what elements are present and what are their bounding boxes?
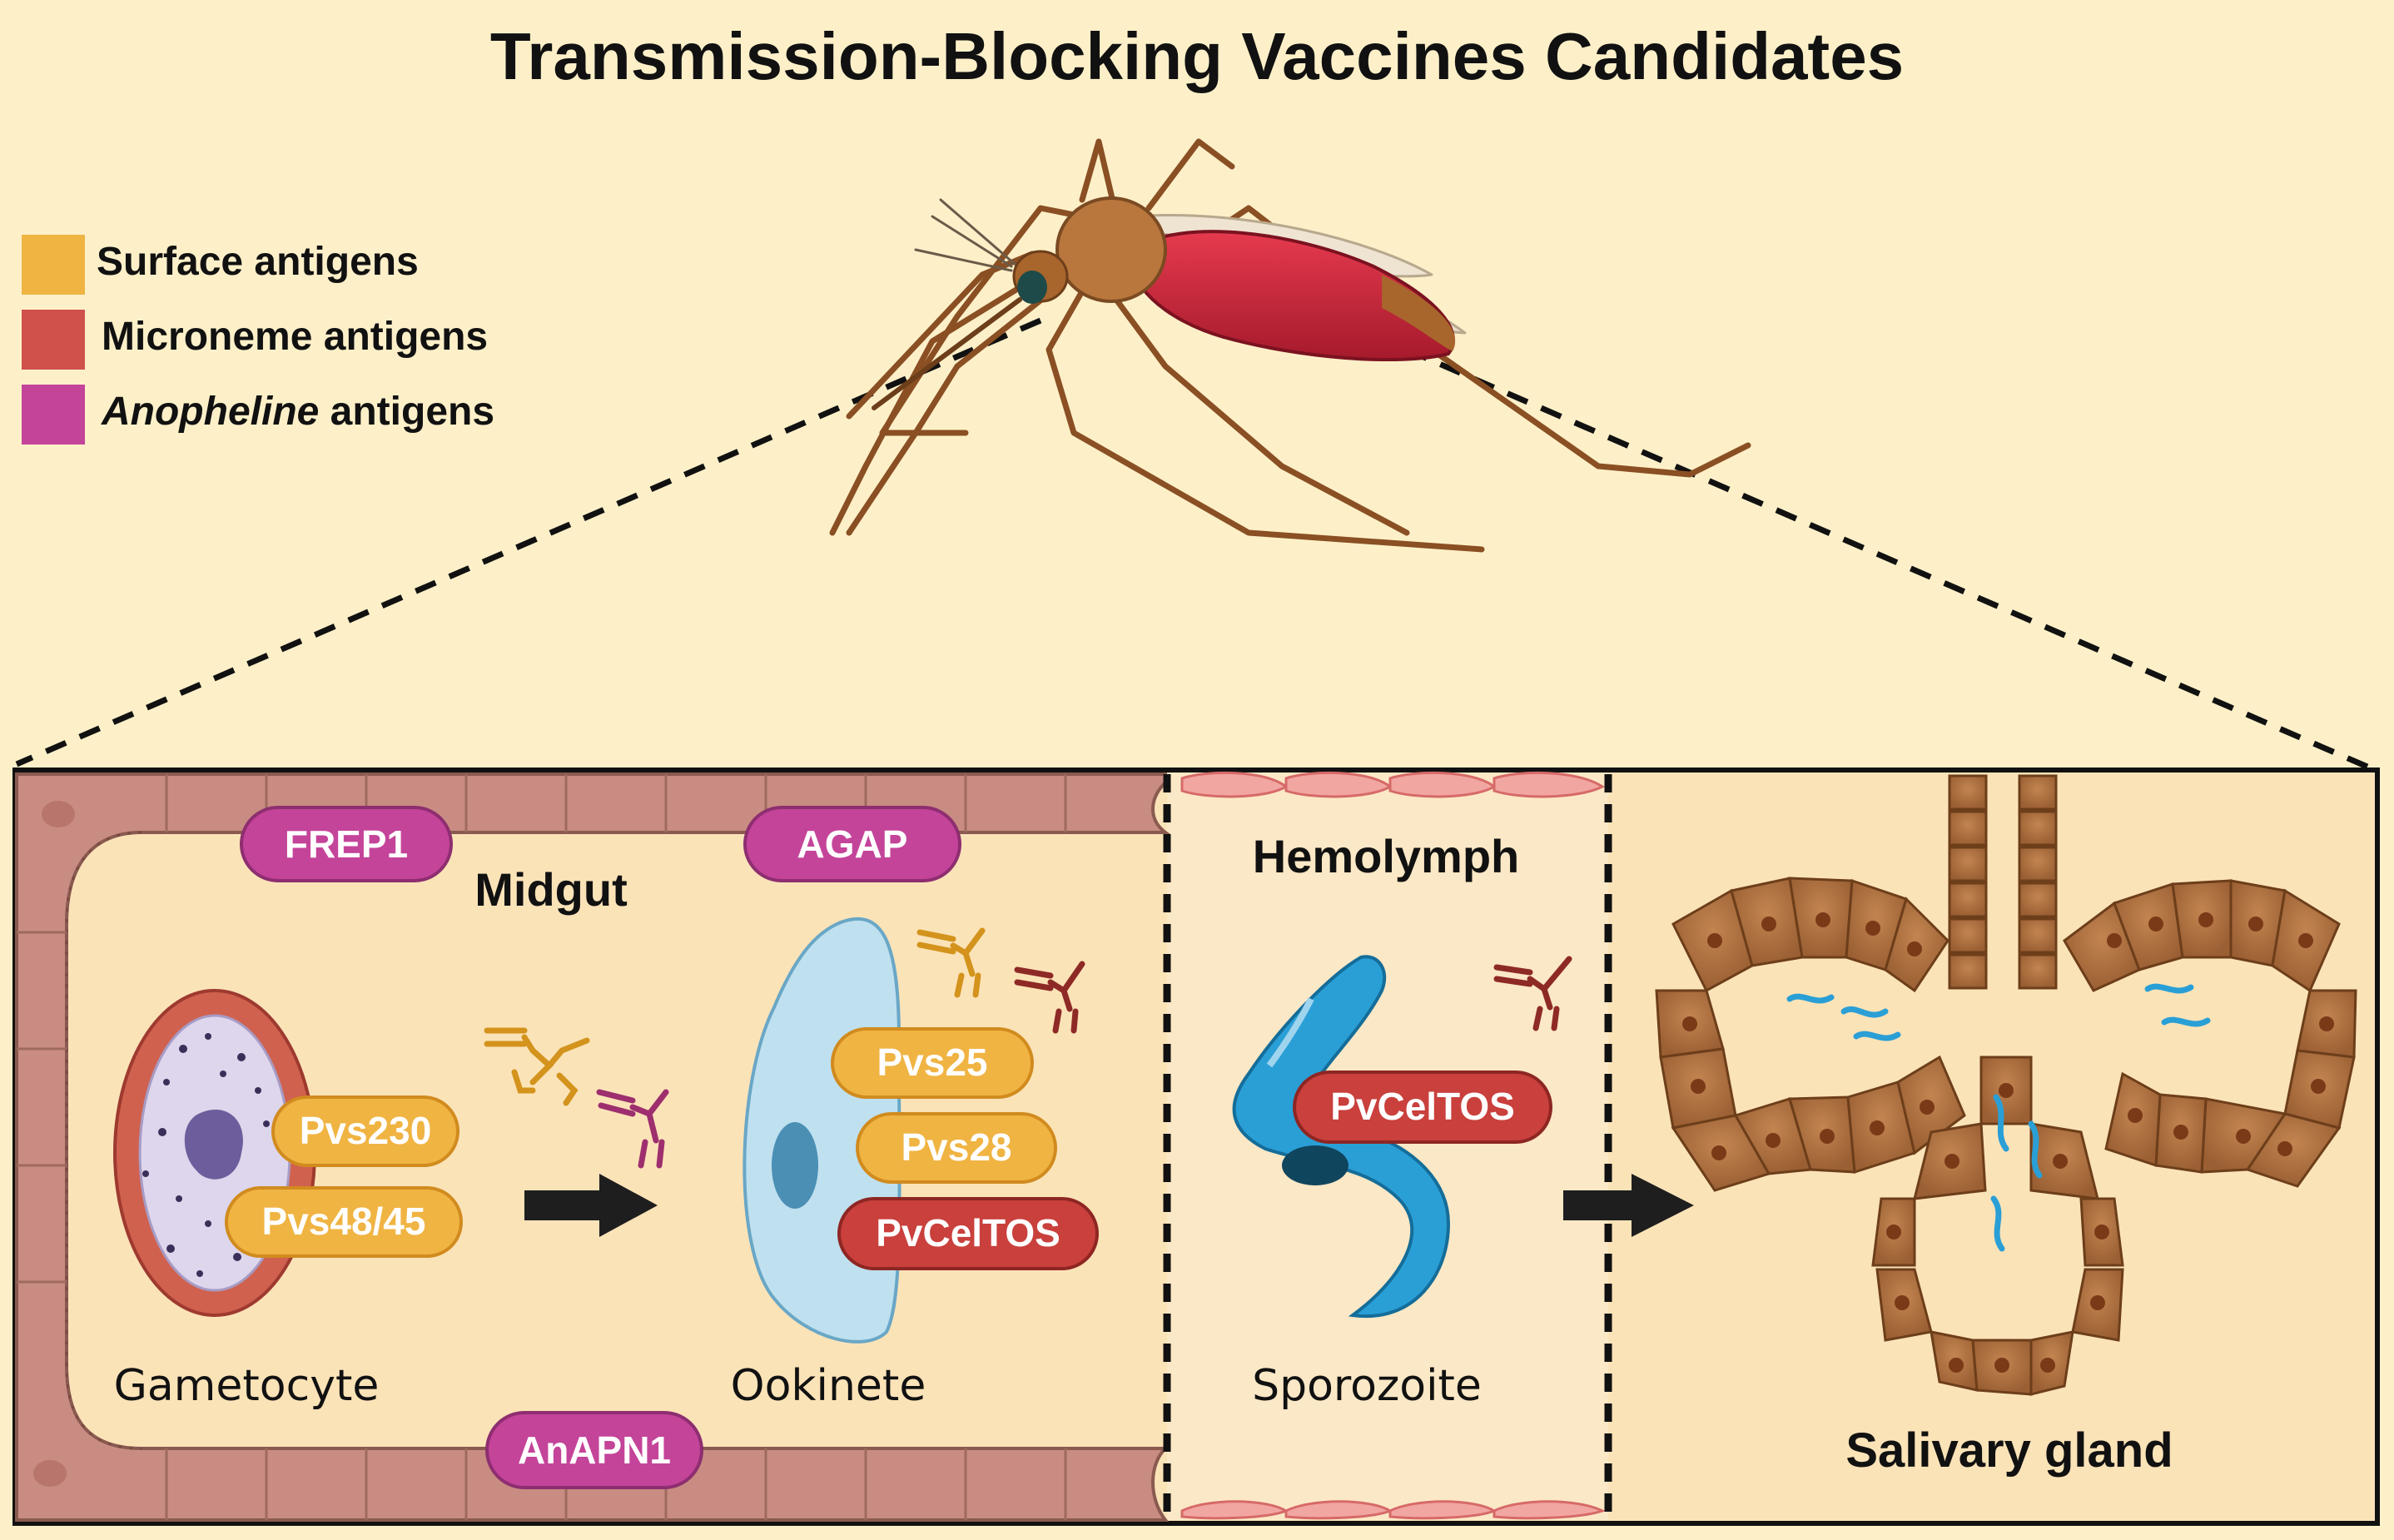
label-midgut: Midgut [474,863,627,916]
label-salivary-gland: Salivary gland [1845,1423,2173,1478]
mosquito-thorax [1055,196,1167,303]
antibody-icon [1493,956,1572,1031]
pill-pvs230-label: Pvs230 [300,1109,432,1152]
pill-pvceltos-ookinete: PvCelTOS [837,1197,1099,1270]
pill-anapn1-label: AnAPN1 [518,1428,671,1472]
gametocyte-granules [142,1033,270,1277]
pill-pvs25: Pvs25 [831,1027,1034,1099]
mosquito-abdomen [1129,230,1455,362]
pill-pvs25-label: Pvs25 [877,1041,987,1084]
salivary-sporozoites [1786,983,2211,1252]
ookinete-nucleus [772,1122,818,1209]
pill-anapn1: AnAPN1 [485,1411,703,1489]
pill-frep1: FREP1 [240,806,453,882]
label-ookinete: Ookinete [731,1361,926,1411]
salivary-gland-nuclei [1682,912,2334,1373]
label-sporozoite: Sporozoite [1252,1361,1482,1411]
legend: Surface antigens Microneme antigens Anop… [22,235,494,445]
antibody-icon [916,927,986,998]
pill-pvs28-label: Pvs28 [901,1125,1011,1169]
figure-title: Transmission-Blocking Vaccines Candidate… [490,19,1904,93]
label-gametocyte: Gametocyte [114,1361,380,1411]
pill-agap: AGAP [743,806,961,882]
label-hemolymph: Hemolymph [1253,830,1520,882]
midgut-nucleus [33,1460,67,1487]
mosquito-illustration [829,138,1751,553]
legend-label-anopheline-rest: antigens [319,390,494,434]
arrow-right-icon [524,1174,658,1237]
pill-pvs4845: Pvs48/45 [225,1186,463,1258]
midgut-microvilli [65,831,142,1450]
pill-pvceltos-sporozoite-label: PvCelTOS [1330,1085,1515,1128]
pill-frep1-label: FREP1 [285,822,408,866]
pill-agap-label: AGAP [797,822,908,866]
antibody-icon [1014,961,1085,1034]
gametocyte-nucleus [184,1109,243,1180]
mosquito-eye [1017,271,1047,304]
zoom-lines [15,317,2382,776]
antibody-icon [596,1089,669,1169]
legend-label-microneme: Microneme antigens [102,315,488,359]
sporozoite-nucleus [1282,1145,1348,1185]
legend-swatch-surface [22,235,85,295]
pill-pvceltos-sporozoite: PvCelTOS [1293,1071,1552,1144]
legend-swatch-microneme [22,310,85,370]
pill-pvs28: Pvs28 [856,1112,1057,1184]
pill-pvs4845-label: Pvs48/45 [262,1200,426,1243]
pill-pvceltos-ookinete-label: PvCelTOS [876,1211,1060,1254]
arrow-right-icon [1563,1174,1694,1237]
antibody-icon [484,1027,590,1106]
midgut-cell-borders [17,774,1067,1520]
hemolymph-strip-top [1180,771,1605,798]
legend-swatch-anopheline [22,385,85,445]
hemolymph-strip-bottom [1180,1500,1606,1520]
legend-label-surface: Surface antigens [97,240,419,284]
pill-pvs230: Pvs230 [271,1095,459,1167]
midgut-nucleus [42,801,75,827]
legend-label-anopheline: Anopheline antigens [101,390,494,434]
legend-label-anopheline-italic: Anopheline [101,390,319,434]
